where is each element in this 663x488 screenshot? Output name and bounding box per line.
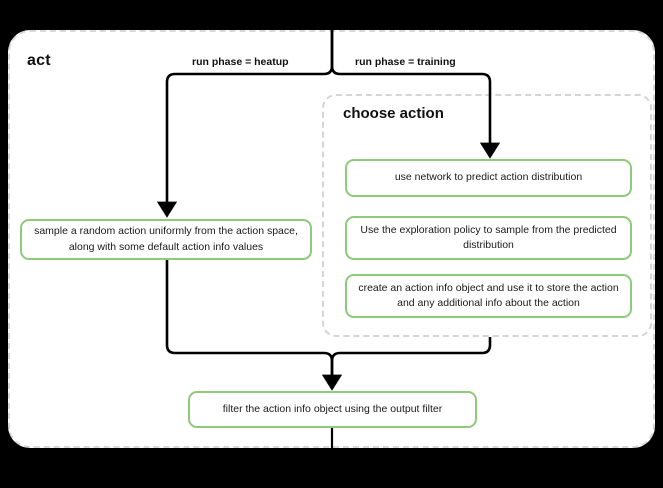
node-exploration-policy[interactable]: Use the exploration policy to sample fro… <box>345 216 632 260</box>
node-use-network-predict[interactable]: use network to predict action distributi… <box>345 159 632 197</box>
node-sample-random-action[interactable]: sample a random action uniformly from th… <box>20 219 312 260</box>
edge-label-heatup: run phase = heatup <box>192 56 289 68</box>
act-title: act <box>27 52 51 69</box>
choose-action-group-title: choose action <box>343 105 444 122</box>
node-create-action-info[interactable]: create an action info object and use it … <box>345 274 632 318</box>
edge-label-training: run phase = training <box>355 56 456 68</box>
node-filter-action-info[interactable]: filter the action info object using the … <box>188 391 477 428</box>
